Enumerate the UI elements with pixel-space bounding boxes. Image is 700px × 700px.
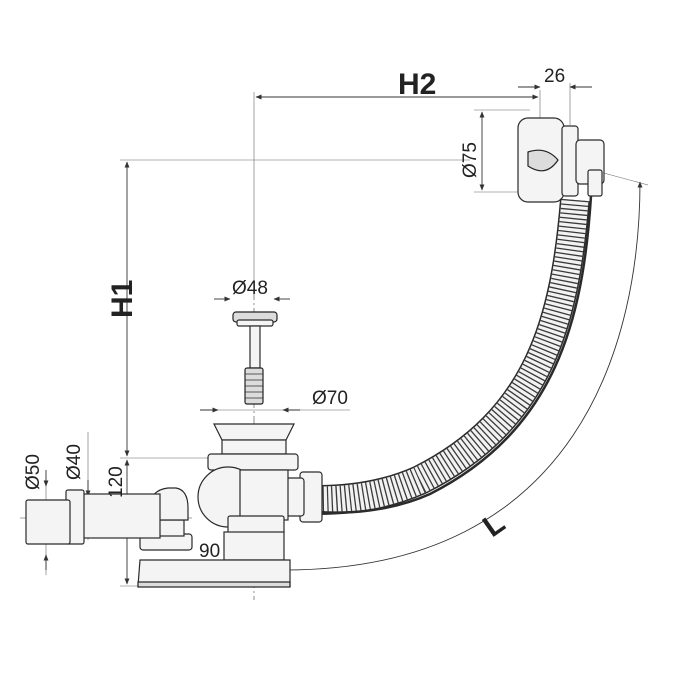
h2-dimension xyxy=(253,90,541,290)
d75-label: Ø75 xyxy=(460,142,481,178)
l-label: L xyxy=(477,506,511,544)
d26-label: 26 xyxy=(544,66,565,87)
drain-body xyxy=(197,423,299,561)
d48-label: Ø48 xyxy=(232,278,268,299)
d120-label: 120 xyxy=(106,466,127,498)
h1-dimension xyxy=(120,159,470,457)
d90-label: 90 xyxy=(199,541,220,562)
trap-base xyxy=(137,559,291,588)
d26-dimension xyxy=(518,83,592,125)
d40-label: Ø40 xyxy=(64,444,85,480)
d50-label: Ø50 xyxy=(23,454,44,490)
outlet-pipe xyxy=(25,489,161,545)
d70-label: Ø70 xyxy=(312,388,348,409)
overflow-head xyxy=(517,117,605,203)
drain-plug xyxy=(232,311,278,405)
h1-label: H1 xyxy=(106,280,139,318)
flexible-hose xyxy=(317,195,593,515)
h2-label: H2 xyxy=(398,68,436,101)
